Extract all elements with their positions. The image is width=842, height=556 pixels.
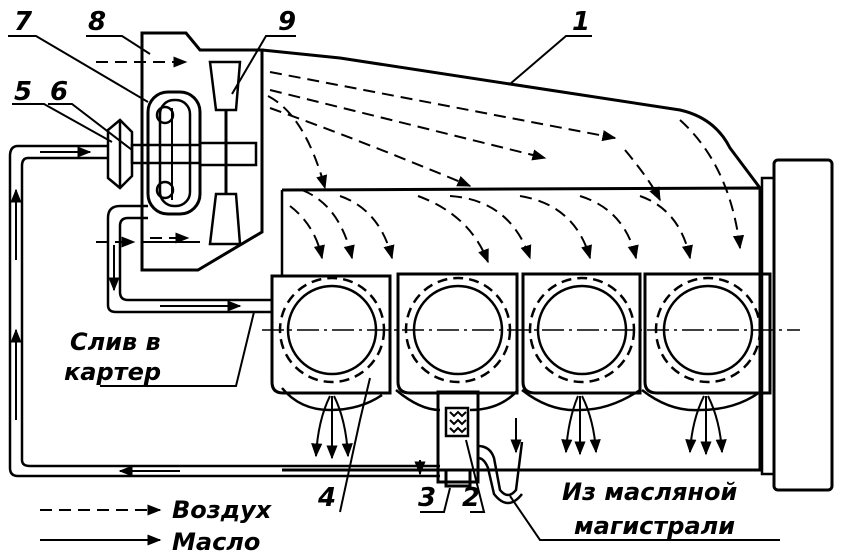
leader-1 <box>509 35 592 85</box>
callout-6: 6 <box>50 77 68 107</box>
callout-1: 1 <box>572 7 590 37</box>
skirt-curve-5 <box>641 389 761 412</box>
callout-3: 3 <box>418 483 436 513</box>
skirt-curve-1 <box>281 387 383 412</box>
oil-inlet-caption-line2: магистрали <box>574 512 735 540</box>
callout-8: 8 <box>88 7 106 37</box>
legend-oil-label: Масло <box>172 528 260 556</box>
cylinder-4 <box>643 272 772 395</box>
leader-oil-inlet <box>509 495 780 541</box>
flywheel <box>760 158 834 492</box>
callout-numbers: 1 2 3 4 5 6 7 8 9 <box>14 7 590 513</box>
oil-flow-arrows <box>10 146 522 477</box>
leader-5 <box>12 103 113 143</box>
crankcase-outline <box>281 186 762 472</box>
leader-7 <box>8 35 149 103</box>
leader-lines <box>8 35 780 541</box>
legend-air-label: Воздух <box>172 496 273 524</box>
exhaust-air-arrows <box>311 395 727 460</box>
oil-inlet-caption-line1: Из масляной <box>562 478 737 506</box>
fan-impeller <box>198 60 258 246</box>
oil-circuit <box>8 144 524 505</box>
leader-6 <box>48 103 133 151</box>
leader-2 <box>465 439 486 513</box>
cooling-shroud <box>261 48 762 189</box>
cylinders <box>262 272 800 395</box>
drive-pulley <box>106 118 202 190</box>
leader-4 <box>339 377 371 513</box>
engine-block <box>281 186 762 472</box>
fan-housing <box>140 31 264 272</box>
leader-drain <box>100 311 255 387</box>
cylinder-3 <box>521 272 642 395</box>
drain-caption-line1: Слив в <box>70 328 161 356</box>
callout-9: 9 <box>278 7 296 37</box>
oil-valve <box>436 390 480 488</box>
fluid-coupling <box>146 90 202 216</box>
leader-8 <box>86 35 151 55</box>
drain-caption-line2: картер <box>64 358 161 386</box>
callout-4: 4 <box>317 483 336 513</box>
callout-7: 7 <box>14 7 33 37</box>
air-flow-arrows <box>96 56 745 264</box>
legend: Воздух Масло <box>40 496 273 556</box>
cylinder-2 <box>396 272 519 395</box>
callout-2: 2 <box>462 483 480 513</box>
cylinder-1 <box>270 274 392 395</box>
callout-5: 5 <box>14 77 32 107</box>
leader-3 <box>420 487 451 513</box>
leader-9 <box>231 35 296 95</box>
captions: Слив в картер Из масляной магистрали <box>64 328 737 540</box>
